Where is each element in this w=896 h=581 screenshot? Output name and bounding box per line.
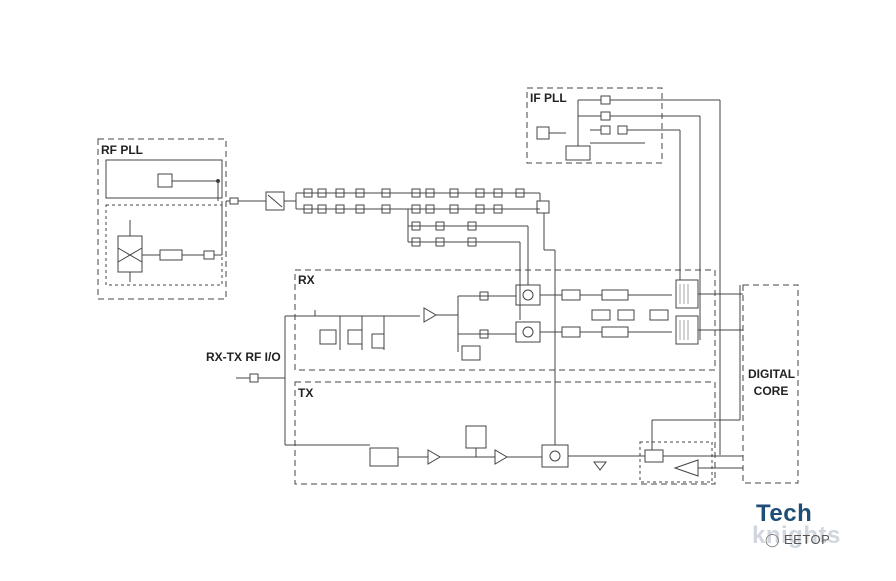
- digital-core-label-2: CORE: [753, 384, 789, 398]
- tx-pa-2: [494, 449, 508, 465]
- if-pll-label: IF PLL: [530, 91, 567, 105]
- digital-core-label-1: DIGITAL: [748, 367, 796, 381]
- rf-pll-vco: [117, 235, 143, 273]
- rf-pll-upper: [105, 159, 223, 199]
- tx-boundary: [294, 381, 716, 485]
- tx-driver: [369, 447, 399, 467]
- brand-knights: knights: [752, 522, 841, 549]
- rx-label: RX: [298, 273, 315, 287]
- rx-adc-q: [675, 315, 699, 345]
- lower-lo-chain-cells: [303, 204, 503, 214]
- rx-mixer-q: [515, 321, 541, 343]
- rf-pll-lower: [105, 204, 223, 286]
- brand-eetop: EETOP: [784, 532, 831, 547]
- dac-boundary: [639, 441, 713, 483]
- rf-pll-divider: [159, 249, 183, 261]
- tx-filter: [465, 425, 487, 449]
- rf-pll-osc-box: [157, 173, 173, 188]
- rx-adc-i: [675, 279, 699, 309]
- rx-boundary: [294, 269, 716, 371]
- digital-core-boundary: [742, 284, 799, 484]
- upper-lo-chain-cells: [303, 188, 525, 198]
- tx-label: TX: [298, 386, 314, 400]
- tx-pa-1: [427, 449, 441, 465]
- rf-pll-boundary: [97, 138, 227, 300]
- tx-mixer: [541, 444, 569, 468]
- wechat-icon: ◯: [765, 532, 780, 547]
- tx-dac-2: [673, 459, 699, 477]
- rf-pll-label: RF PLL: [101, 143, 143, 157]
- rx-lna: [423, 307, 437, 323]
- rx-tx-io-label: RX-TX RF I/O: [206, 350, 281, 364]
- if-pll-boundary: [526, 87, 663, 164]
- tx-dac-1: [644, 449, 664, 463]
- brand-tech: Tech: [756, 500, 813, 527]
- if-pll-pfd: [565, 145, 591, 161]
